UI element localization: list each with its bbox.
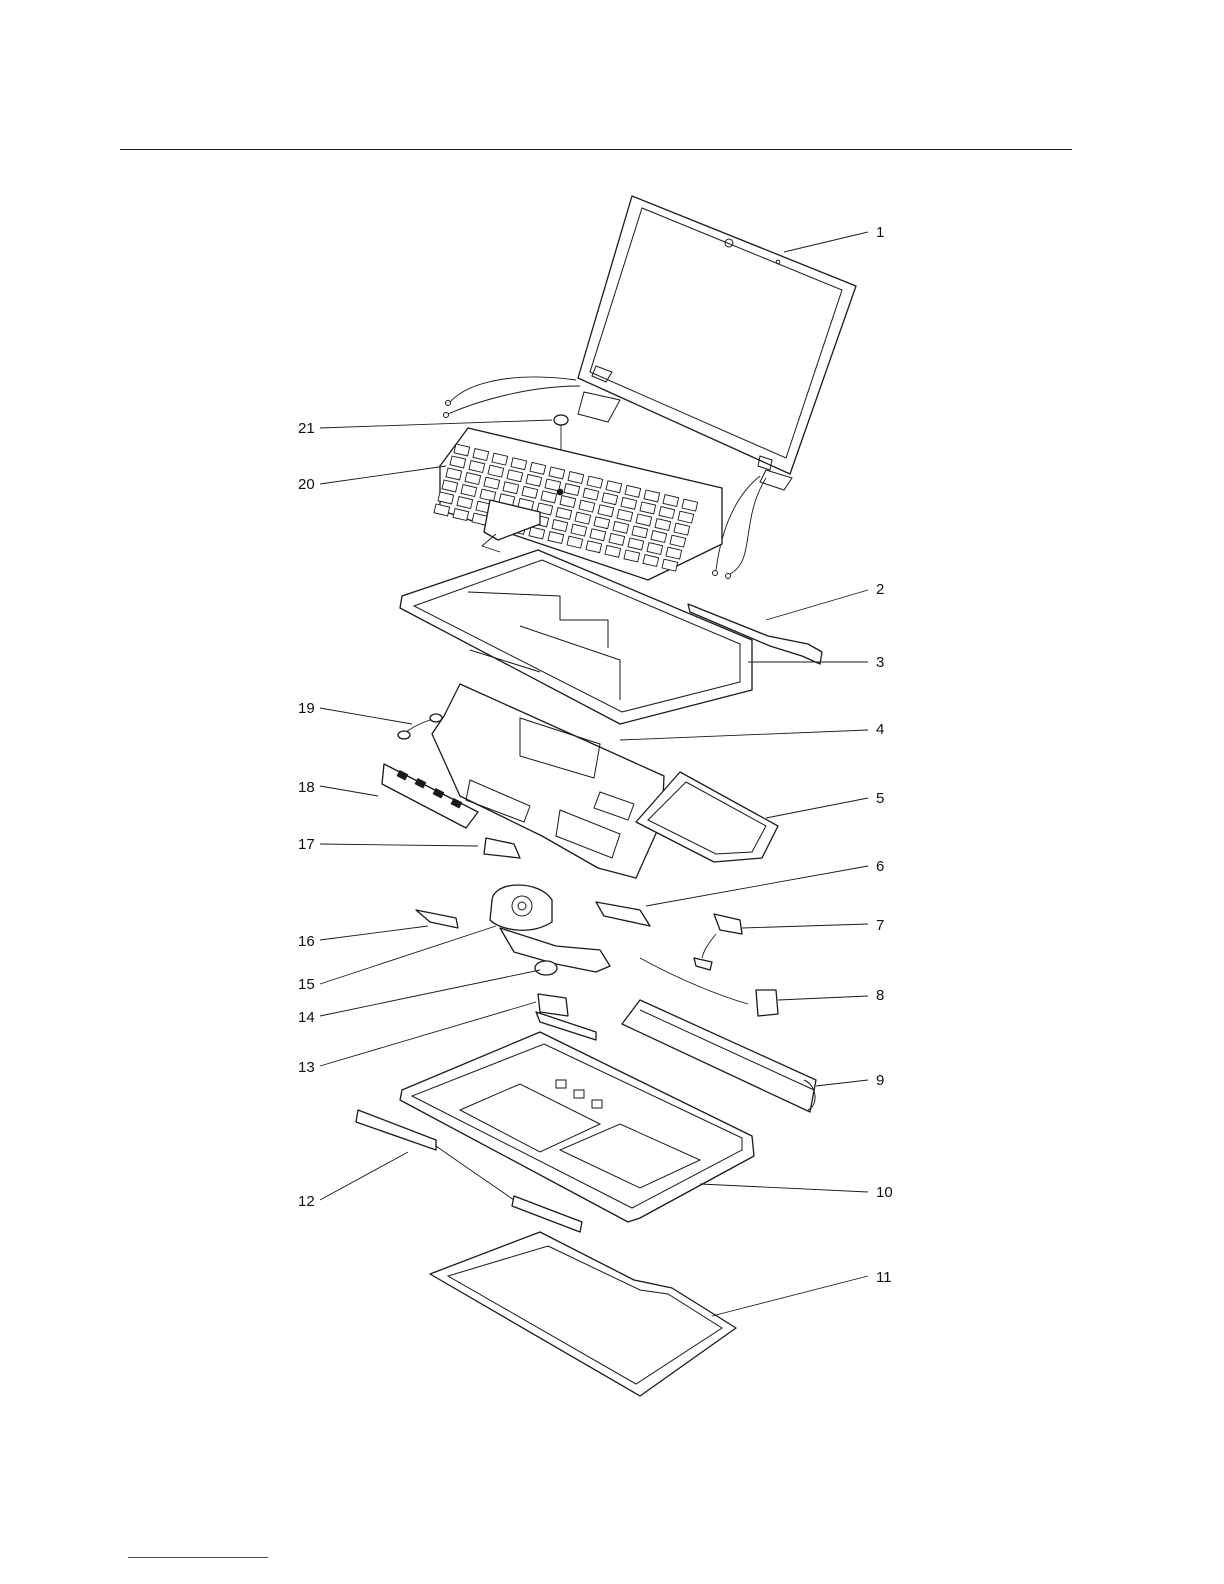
callout-8: 8 [876,987,884,1004]
part-keyboard [434,428,722,580]
callout-16: 16 [298,933,315,950]
callout-15: 15 [298,976,315,993]
callout-14: 14 [298,1009,315,1026]
callout-2: 2 [876,581,884,598]
callout-7: 7 [876,917,884,934]
callout-5: 5 [876,790,884,807]
part-speaker-14 [535,961,557,975]
part-bottom-door [430,1232,736,1396]
callout-1: 1 [876,224,884,241]
part-bracket-16 [416,910,458,928]
callout-3: 3 [876,654,884,671]
part-fan-heatsink [490,885,610,972]
callout-10: 10 [876,1184,893,1201]
part-connector-13 [536,994,596,1040]
footer-rule [128,1557,268,1558]
callout-19: 19 [298,700,315,717]
part-card-17 [484,838,520,858]
part-wireless-card [596,902,650,926]
callout-21: 21 [298,420,315,437]
callout-9: 9 [876,1072,884,1089]
callout-4: 4 [876,721,884,738]
callout-20: 20 [298,476,315,493]
callout-6: 6 [876,858,884,875]
callout-11: 11 [876,1269,892,1286]
callout-12: 12 [298,1193,315,1210]
callout-17: 17 [298,836,315,853]
callout-13: 13 [298,1059,315,1076]
part-connector-7 [694,914,742,970]
callout-18: 18 [298,779,315,796]
